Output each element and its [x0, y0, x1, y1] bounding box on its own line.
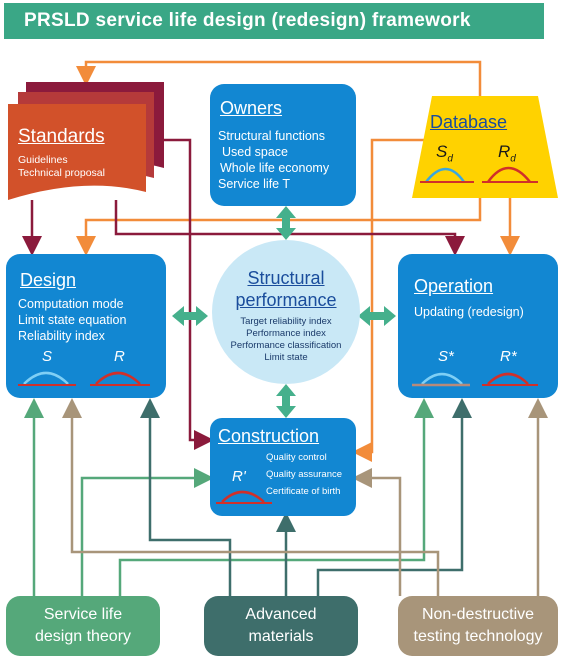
database-sd: S	[436, 142, 448, 161]
owners-line-4: Service life T	[218, 177, 291, 191]
arrow-materials-to-operation	[316, 398, 472, 596]
materials-line-2: materials	[248, 628, 314, 645]
operation-curves	[412, 372, 538, 387]
operation-s-label: S*	[438, 348, 454, 365]
database-rd-sub: d	[510, 153, 516, 165]
design-box: Design Computation mode Limit state equa…	[6, 254, 166, 398]
performance-line-2: Performance index	[246, 328, 326, 339]
database-sd-sub: d	[447, 153, 453, 165]
construction-box: Construction R' Quality control Quality …	[210, 418, 356, 516]
standards-line-2: Technical proposal	[18, 167, 105, 179]
design-s-label: S	[42, 348, 53, 365]
database-heading: Database	[430, 112, 508, 132]
design-line-2: Limit state equation	[18, 313, 127, 327]
performance-line-3: Performance classification	[230, 340, 342, 351]
owners-line-2: Used space	[222, 145, 289, 159]
arrow-ndt-to-construction	[352, 468, 402, 596]
operation-r-label: R*	[500, 348, 517, 365]
owners-line-1: Structural functions	[218, 129, 325, 143]
performance-heading-2: performance	[235, 290, 337, 310]
performance-line-1: Target reliability index	[240, 316, 332, 327]
design-line-1: Computation mode	[18, 297, 124, 311]
ndt-box: Non-destructive testing technology	[398, 596, 558, 656]
performance-heading-1: Structural	[247, 268, 325, 288]
construction-heading: Construction	[218, 426, 320, 446]
diagram-title: PRSLD service life design (redesign) fra…	[4, 3, 544, 39]
theory-line-2: design theory	[34, 628, 132, 645]
double-arrow-design-performance	[172, 306, 208, 326]
theory-box: Service life design theory	[6, 596, 160, 656]
ndt-line-2: testing technology	[413, 628, 543, 645]
performance-circle: Structural performance Target reliabilit…	[212, 240, 360, 384]
double-arrow-performance-operation	[358, 306, 396, 326]
design-line-3: Reliability index	[18, 329, 105, 343]
database-rd-label: Rd	[498, 142, 516, 164]
construction-line-2: Quality assurance	[266, 469, 343, 480]
design-curves	[18, 371, 150, 386]
construction-r-label: R'	[232, 468, 246, 485]
materials-line-1: Advanced	[245, 606, 317, 623]
operation-heading: Operation	[414, 276, 494, 296]
standards-pages-shape	[8, 82, 164, 200]
database-rd: R	[498, 142, 511, 161]
standards-line-1: Guidelines	[18, 154, 68, 166]
arrow-database-to-construction	[352, 138, 445, 462]
arrow-theory-to-construction	[80, 468, 214, 596]
operation-box: Operation Updating (redesign) S* R*	[398, 254, 558, 398]
materials-box: Advanced materials	[204, 596, 358, 656]
theory-line-1: Service life	[43, 606, 123, 623]
construction-line-3: Certificate of birth	[266, 486, 341, 497]
database-shape	[412, 96, 558, 198]
double-arrows	[172, 206, 396, 418]
standards-stack: Standards Guidelines Technical proposal	[4, 76, 164, 204]
construction-line-1: Quality control	[266, 452, 327, 463]
standards-heading: Standards	[18, 126, 105, 147]
arrow-materials-to-design	[140, 398, 232, 596]
database-box: Database Sd Rd	[412, 96, 558, 198]
arrow-ndt-to-design	[62, 398, 440, 596]
owners-heading: Owners	[220, 98, 283, 118]
double-arrow-performance-construction	[276, 384, 296, 418]
database-sd-label: Sd	[436, 142, 453, 164]
ndt-line-1: Non-destructive	[421, 606, 535, 623]
design-heading: Design	[20, 270, 77, 290]
design-r-label: R	[114, 348, 125, 365]
arrow-database-to-standards	[76, 60, 482, 96]
owners-line-3: Whole life economy	[220, 161, 330, 175]
operation-line: Updating (redesign)	[414, 305, 524, 319]
double-arrow-owners-performance	[276, 206, 296, 240]
arrow-standards-to-construction	[160, 138, 214, 450]
construction-curve	[216, 490, 272, 504]
database-s-curve	[425, 167, 466, 183]
performance-line-4: Limit state	[264, 352, 308, 363]
database-r-curve	[486, 166, 531, 183]
arrow-theory-to-operation	[118, 398, 434, 596]
owners-box: Owners Structural functions Used space W…	[210, 84, 356, 206]
